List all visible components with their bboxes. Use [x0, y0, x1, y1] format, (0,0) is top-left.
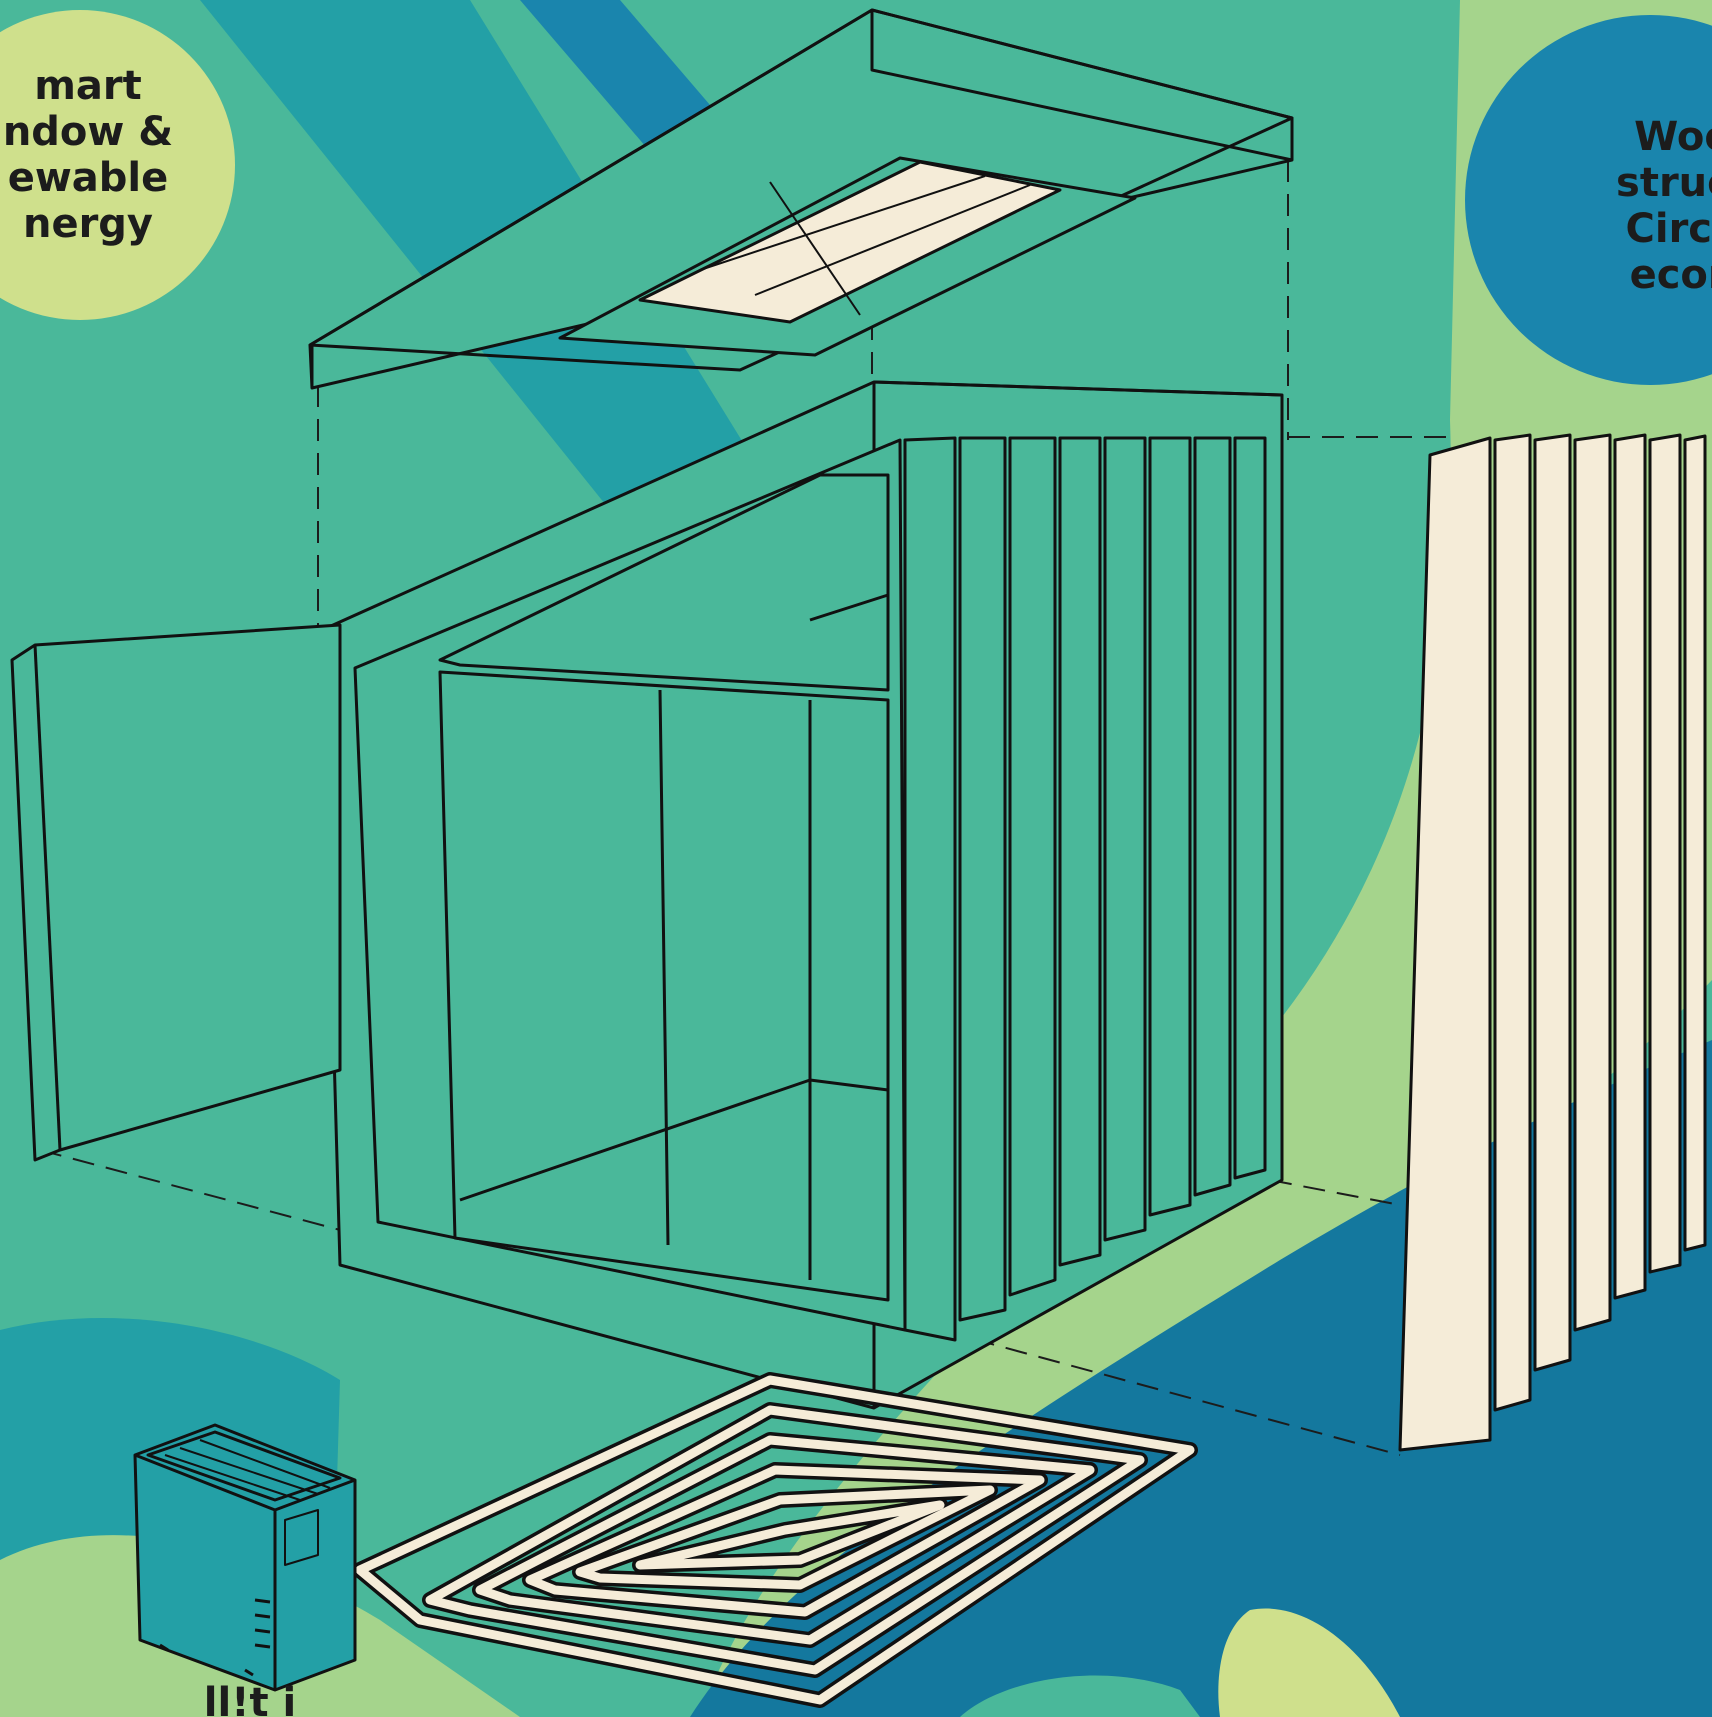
label-smart-window-renewable-energy: mart ndow & ewable nergy [0, 63, 188, 247]
label-bottom-line-1: ll!t i [150, 1680, 350, 1717]
label-right-line-4: econ [1568, 252, 1712, 298]
label-right-line-1: Woo [1568, 114, 1712, 160]
label-left-line-1: mart [0, 63, 188, 109]
label-left-line-2: ndow & [0, 109, 188, 155]
cabin-body [322, 382, 1282, 1408]
label-wood-structure-circular-economy: Woo struct Circu econ [1568, 114, 1712, 298]
label-left-line-3: ewable [0, 155, 188, 201]
label-bottom-cutoff: ll!t i [150, 1680, 350, 1717]
label-left-line-4: nergy [0, 201, 188, 247]
label-right-line-2: struct [1568, 160, 1712, 206]
label-right-line-3: Circu [1568, 206, 1712, 252]
side-wall-panel [12, 625, 340, 1160]
